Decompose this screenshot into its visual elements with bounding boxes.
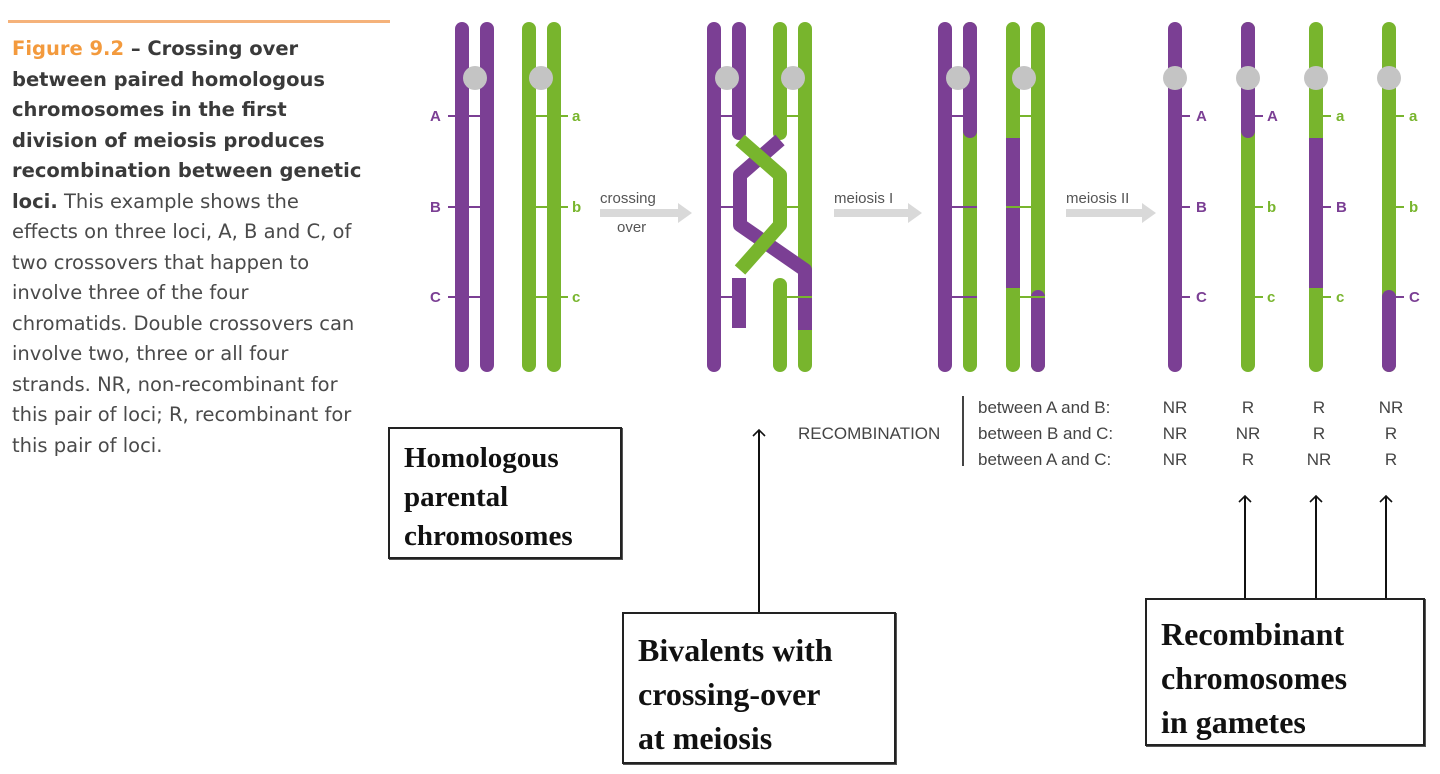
centromere bbox=[715, 66, 739, 90]
after-meiosis-1 bbox=[938, 22, 1045, 372]
figure-caption: Figure 9.2 – Crossing over between paire… bbox=[12, 34, 362, 461]
chromatid bbox=[522, 22, 536, 372]
centromere bbox=[1012, 66, 1036, 90]
centromere bbox=[529, 66, 553, 90]
gamete-segment bbox=[1309, 138, 1323, 288]
caption-separator: – bbox=[124, 37, 148, 60]
box-line: chromosomes bbox=[1161, 660, 1348, 696]
gamete2-locus-c: c bbox=[1267, 289, 1275, 306]
crossing-label-line1: crossing bbox=[600, 190, 656, 207]
chromatid bbox=[773, 278, 787, 372]
step-meiosis-2: meiosis II bbox=[1066, 190, 1156, 223]
gamete1-locus-C: C bbox=[1196, 289, 1207, 306]
recombination-table: RECOMBINATION between A and B: between B… bbox=[798, 396, 1403, 469]
step-arrow bbox=[834, 203, 922, 223]
gamete-chromosomes: A B C A b c a B c a b C bbox=[1163, 22, 1420, 372]
chromatid bbox=[938, 22, 952, 372]
meiosis2-label: meiosis II bbox=[1066, 190, 1129, 207]
box-line: Bivalents with bbox=[638, 632, 833, 668]
row3-gamete1: NR bbox=[1163, 450, 1188, 469]
row1-gamete4: NR bbox=[1379, 398, 1404, 417]
box-line: parental bbox=[404, 481, 509, 513]
recombinant-chromosomes-box: Recombinant chromosomes in gametes bbox=[1145, 598, 1425, 746]
step-crossing-over: crossing over bbox=[600, 190, 692, 236]
chromatid bbox=[732, 278, 746, 328]
gamete3-locus-B: B bbox=[1336, 199, 1347, 216]
row1-label: between A and B: bbox=[978, 398, 1110, 417]
box-line: Recombinant bbox=[1161, 616, 1345, 652]
locus-label-C: C bbox=[430, 289, 441, 306]
row3-gamete2: R bbox=[1242, 450, 1254, 469]
chromatid bbox=[547, 22, 561, 372]
chromatid-segment bbox=[963, 22, 977, 138]
meiosis1-label: meiosis I bbox=[834, 190, 893, 207]
chromatid-segment bbox=[1031, 290, 1045, 372]
bivalent-crossover bbox=[707, 22, 812, 372]
bivalents-crossing-over-box: Bivalents with crossing-over at meiosis bbox=[622, 612, 896, 764]
centromere bbox=[781, 66, 805, 90]
chromatid bbox=[773, 22, 787, 140]
gamete-segment bbox=[1382, 290, 1396, 372]
centromere bbox=[1236, 66, 1260, 90]
centromere bbox=[463, 66, 487, 90]
crossing-label-line2: over bbox=[617, 219, 646, 236]
recombination-heading: RECOMBINATION bbox=[798, 424, 940, 443]
locus-label-A: A bbox=[430, 108, 441, 125]
gamete3-locus-c: c bbox=[1336, 289, 1344, 306]
caption-title: Crossing over between paired homologous … bbox=[12, 37, 362, 213]
chromatid bbox=[455, 22, 469, 372]
gamete-chromatid bbox=[1382, 22, 1396, 372]
gamete4-locus-b: b bbox=[1409, 199, 1418, 216]
annotation-arrows bbox=[752, 428, 1393, 612]
row2-gamete3: R bbox=[1313, 424, 1325, 443]
chromatid bbox=[480, 22, 494, 372]
locus-label-b: b bbox=[572, 199, 581, 216]
step-arrow bbox=[600, 203, 692, 223]
box-line: at meiosis bbox=[638, 720, 773, 756]
gamete2-locus-b: b bbox=[1267, 199, 1276, 216]
gamete1-locus-A: A bbox=[1196, 108, 1207, 125]
gamete1-locus-B: B bbox=[1196, 199, 1207, 216]
chromatid bbox=[732, 22, 746, 140]
caption-body: This example shows the effects on three … bbox=[12, 189, 355, 457]
gamete-chromatid bbox=[1168, 22, 1182, 372]
caption-rule bbox=[8, 20, 390, 23]
row2-gamete4: R bbox=[1385, 424, 1397, 443]
row3-gamete4: R bbox=[1385, 450, 1397, 469]
gamete3-locus-a: a bbox=[1336, 108, 1345, 125]
row2-gamete2: NR bbox=[1236, 424, 1261, 443]
homologous-parental-chromosomes-box: Homologous parental chromosomes bbox=[388, 427, 622, 559]
row1-gamete1: NR bbox=[1163, 398, 1188, 417]
gamete2-locus-A: A bbox=[1267, 108, 1278, 125]
chromatid bbox=[1031, 22, 1045, 372]
row1-gamete2: R bbox=[1242, 398, 1254, 417]
box-line: chromosomes bbox=[404, 520, 573, 552]
row1-gamete3: R bbox=[1313, 398, 1325, 417]
centromere bbox=[1377, 66, 1401, 90]
locus-label-B: B bbox=[430, 199, 441, 216]
row3-label: between A and C: bbox=[978, 450, 1111, 469]
crossing-strand-green bbox=[734, 134, 787, 275]
centromere bbox=[1163, 66, 1187, 90]
row2-gamete1: NR bbox=[1163, 424, 1188, 443]
row3-gamete3: NR bbox=[1307, 450, 1332, 469]
chromatid-segment bbox=[1006, 138, 1020, 288]
centromere bbox=[1304, 66, 1328, 90]
gamete4-locus-a: a bbox=[1409, 108, 1418, 125]
figure-label: Figure 9.2 bbox=[12, 37, 125, 60]
box-line: crossing-over bbox=[638, 676, 821, 712]
gamete4-locus-C: C bbox=[1409, 289, 1420, 306]
locus-label-a: a bbox=[572, 108, 581, 125]
step-meiosis-1: meiosis I bbox=[834, 190, 922, 223]
box-line: Homologous bbox=[404, 442, 559, 474]
parental-chromosomes: A B C a b c bbox=[430, 22, 581, 372]
chromatid bbox=[707, 22, 721, 372]
box-line: in gametes bbox=[1161, 704, 1306, 740]
crossing-strand-purple bbox=[733, 134, 812, 330]
locus-label-c: c bbox=[572, 289, 580, 306]
centromere bbox=[946, 66, 970, 90]
step-arrow bbox=[1066, 203, 1156, 223]
row2-label: between B and C: bbox=[978, 424, 1113, 443]
